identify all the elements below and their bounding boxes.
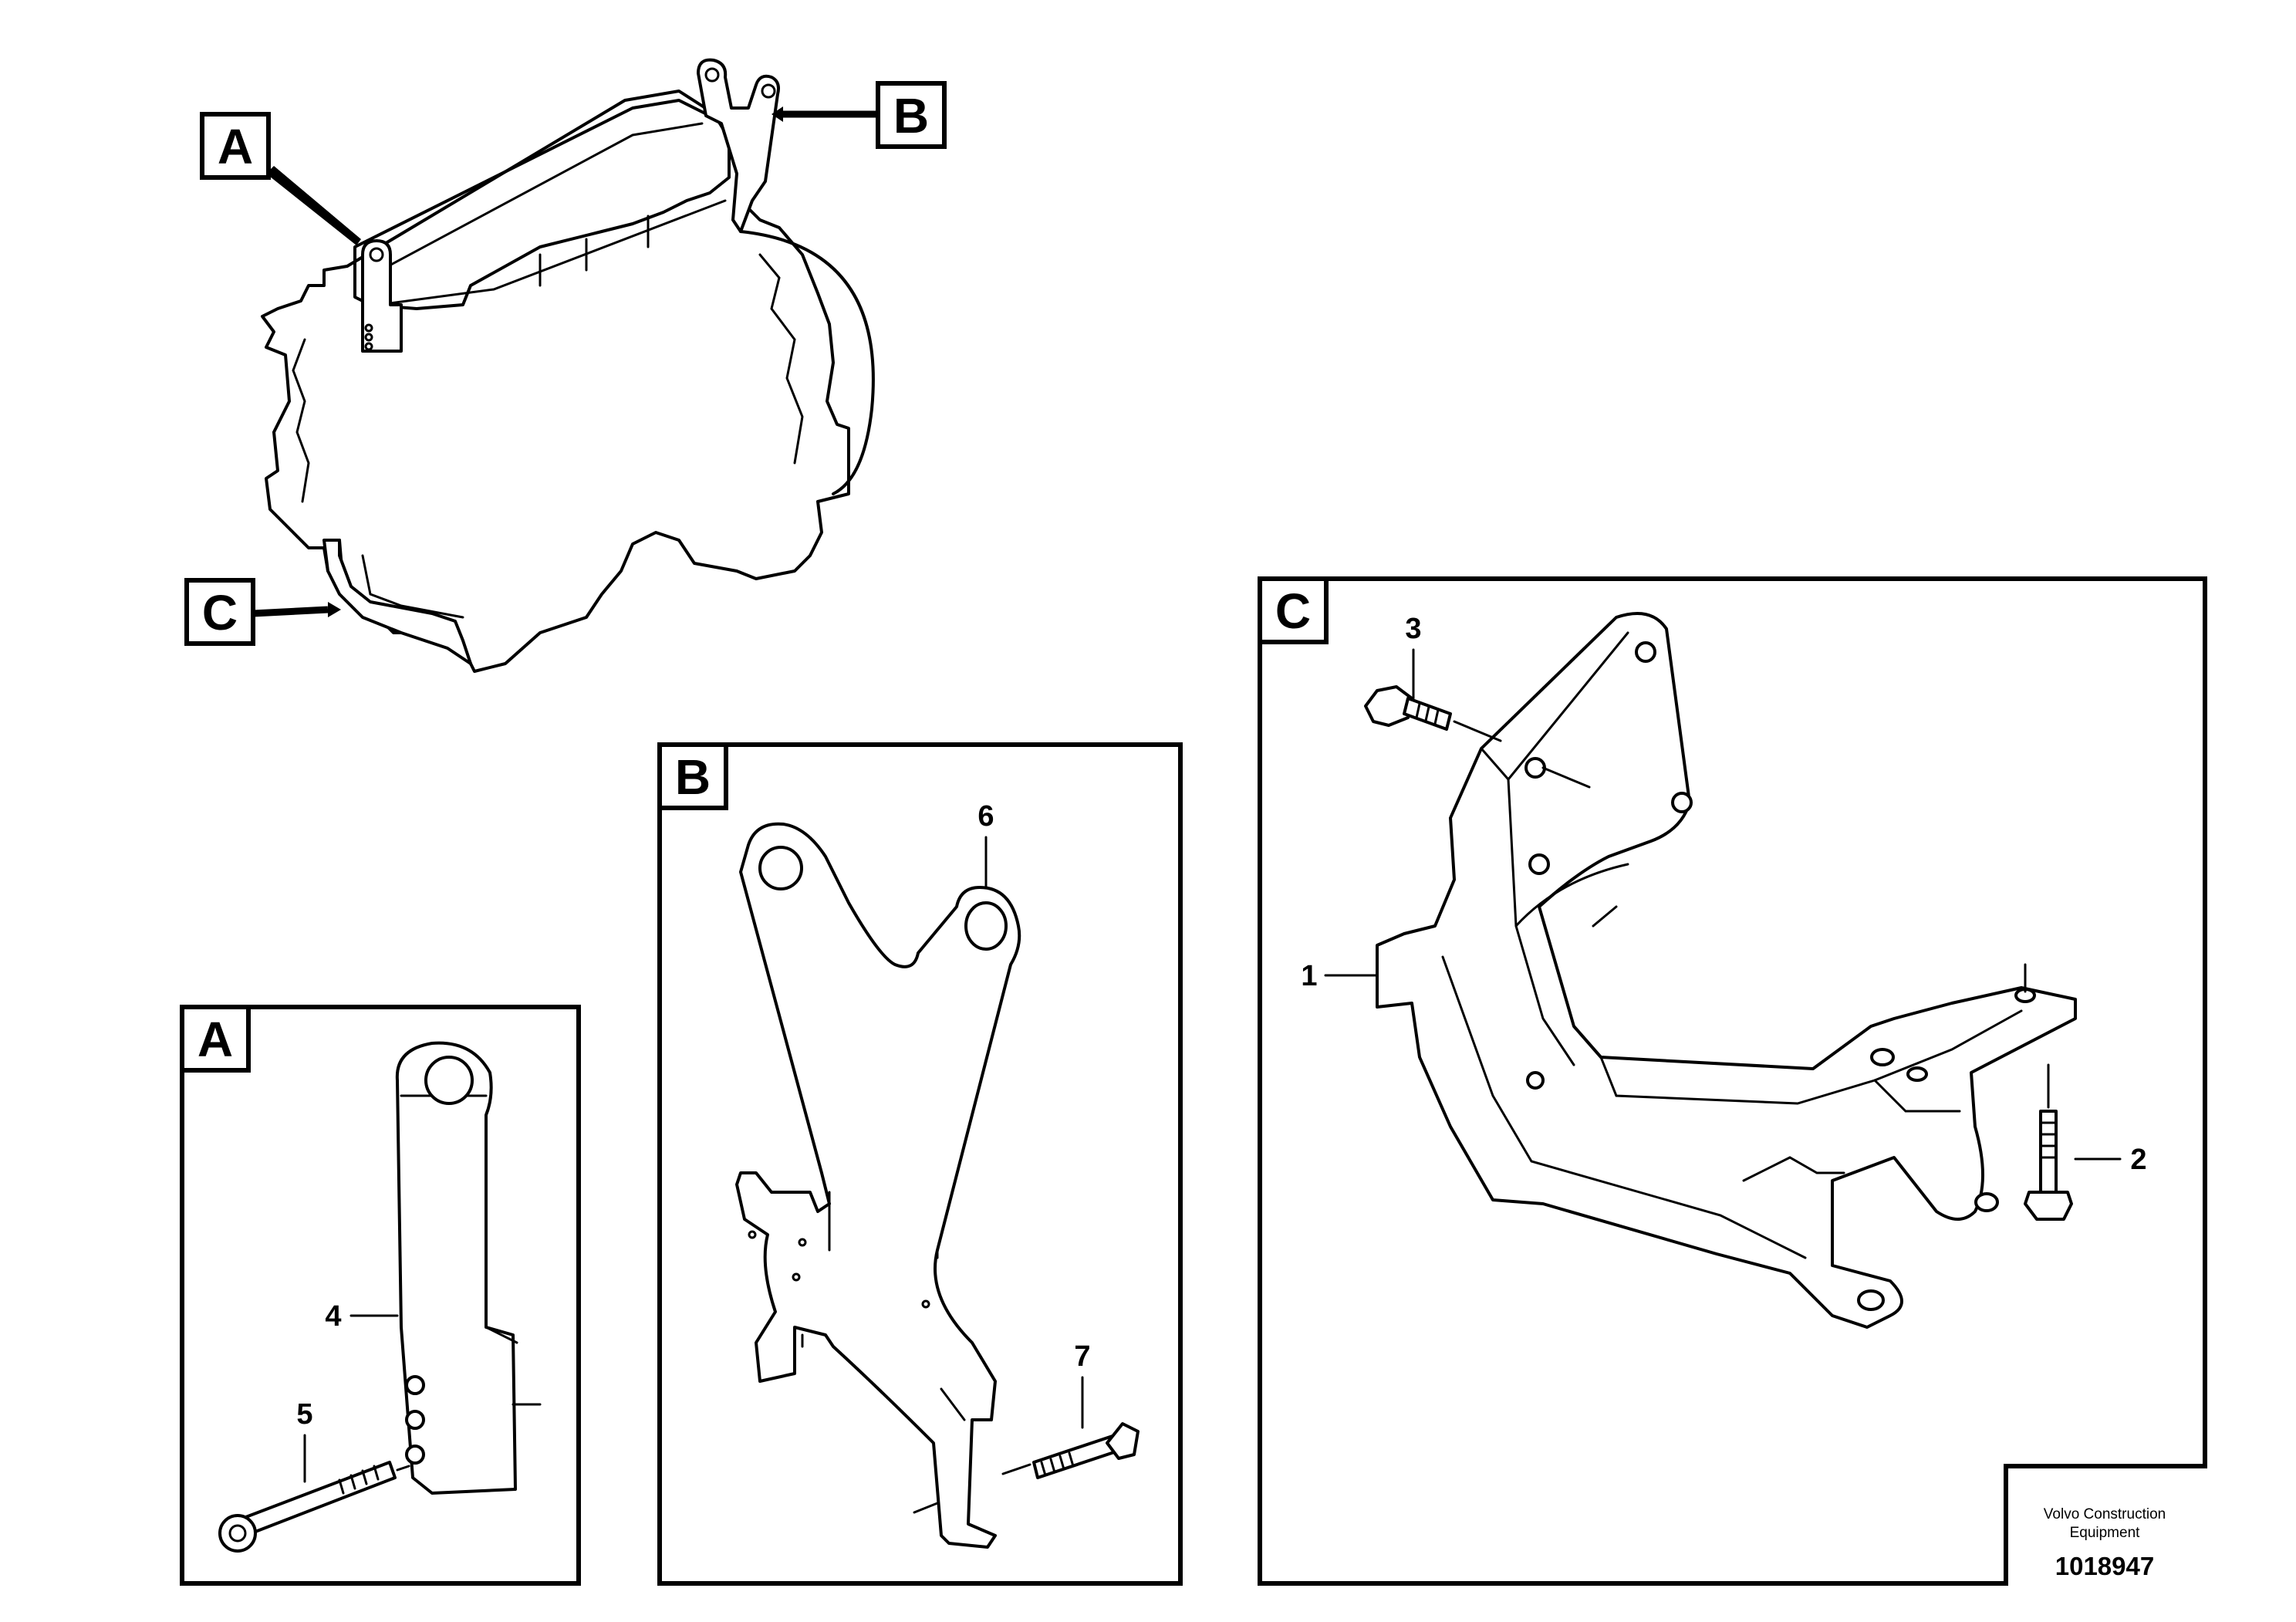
- part-number-1: 1: [1301, 960, 1317, 992]
- bolt-part-5: [218, 1461, 410, 1553]
- bolt-part-2: [2024, 1063, 2073, 1221]
- document-number: 1018947: [2055, 1552, 2154, 1580]
- part-number-3: 3: [1405, 613, 1421, 645]
- bolt-part-3: [1364, 685, 1502, 742]
- panel-b: B 6 7: [657, 742, 1183, 1586]
- part-number-6: 6: [977, 800, 994, 833]
- callout-a: A: [200, 112, 271, 180]
- engine-overview-illustration: [261, 58, 875, 673]
- bracket-part-6: [735, 822, 1021, 1549]
- company-name-line2: Equipment: [2070, 1525, 2141, 1541]
- panel-a: A 4 5: [180, 1005, 581, 1586]
- panel-a-label: A: [198, 1012, 233, 1067]
- bolt-part-7: [1001, 1422, 1140, 1479]
- part-number-5: 5: [296, 1398, 312, 1431]
- panel-c-label: C: [1275, 583, 1311, 639]
- callout-b: B: [876, 81, 947, 149]
- part-number-7: 7: [1074, 1340, 1090, 1373]
- callout-c-label: C: [202, 585, 238, 640]
- callout-b-label: B: [893, 88, 929, 144]
- footer-credit: Volvo Construction Equipment 1018947: [2044, 1506, 2166, 1580]
- callout-leaders: [252, 106, 878, 617]
- part-number-4: 4: [325, 1300, 341, 1333]
- part-number-2: 2: [2130, 1144, 2146, 1176]
- callout-c: C: [184, 578, 255, 646]
- engine-mount-part-1: [1376, 612, 2077, 1329]
- callout-a-label: A: [218, 119, 253, 174]
- company-name-line1: Volvo Construction: [2044, 1506, 2166, 1522]
- panel-c: C: [1258, 576, 2207, 1586]
- panel-b-label: B: [675, 749, 711, 805]
- lifting-eye-part-4: [395, 1041, 542, 1495]
